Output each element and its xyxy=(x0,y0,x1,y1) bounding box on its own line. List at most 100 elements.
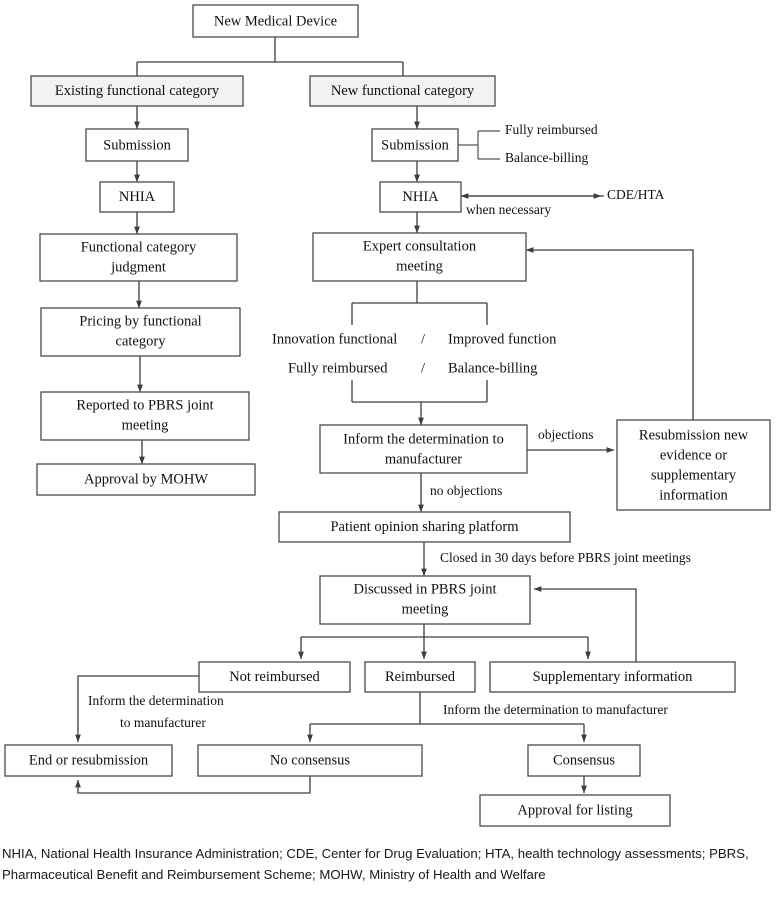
node-functional-category-judgment[interactable]: Functional category judgment xyxy=(39,233,238,282)
node-rect xyxy=(489,661,736,693)
node-reported-to-pbrs[interactable]: Reported to PBRS joint meeting xyxy=(40,391,250,441)
node-label: Existing functional category xyxy=(55,83,220,99)
node-rect xyxy=(278,511,571,543)
node-rect xyxy=(85,128,189,162)
node-rect xyxy=(616,419,771,511)
node-pricing-by-functional-category[interactable]: Pricing by functional category xyxy=(40,307,241,357)
figure-caption-abbreviations: NHIA, National Health Insurance Administ… xyxy=(2,846,749,882)
edge-noconsensus-to-end xyxy=(75,776,311,794)
node-supplementary-information[interactable]: Supplementary information xyxy=(489,661,736,693)
node-no-consensus[interactable]: No consensus xyxy=(197,744,423,777)
node-resubmission-new-evidence[interactable]: Resubmission new evidence or supplementa… xyxy=(616,419,771,511)
label-fully-reimbursed: Fully reimbursed xyxy=(505,122,598,137)
node-rect xyxy=(479,794,671,827)
node-label-line1: Resubmission new xyxy=(639,427,749,443)
node-nhia-left[interactable]: NHIA xyxy=(99,181,175,213)
node-label-line1: Inform the determination to xyxy=(343,431,504,447)
label-improved-function: Improved function xyxy=(448,331,557,347)
node-rect xyxy=(319,575,531,625)
node-label-line2: category xyxy=(116,333,167,349)
node-label: Not reimbursed xyxy=(229,669,320,685)
node-discussed-in-pbrs-joint-meeting[interactable]: Discussed in PBRS joint meeting xyxy=(319,575,531,625)
node-nhia-right[interactable]: NHIA xyxy=(379,181,462,213)
node-consensus[interactable]: Consensus xyxy=(527,744,641,777)
label-cde-hta: CDE/HTA xyxy=(607,187,665,202)
node-label-line1: Discussed in PBRS joint xyxy=(353,581,496,597)
node-label-line2: manufacturer xyxy=(385,451,462,467)
node-patient-opinion-sharing-platform[interactable]: Patient opinion sharing platform xyxy=(278,511,571,543)
node-end-or-resubmission[interactable]: End or resubmission xyxy=(4,744,173,777)
edge-supplementary-to-discussed xyxy=(533,586,637,662)
node-rect xyxy=(192,4,359,38)
node-label: NHIA xyxy=(119,189,156,205)
node-submission-left[interactable]: Submission xyxy=(85,128,189,162)
node-rect xyxy=(371,128,459,162)
node-label-line2: meeting xyxy=(402,601,449,617)
node-new-medical-device[interactable]: New Medical Device xyxy=(192,4,359,38)
label-inform-left-line2: to manufacturer xyxy=(120,715,206,730)
node-approval-by-mohw[interactable]: Approval by MOHW xyxy=(36,463,256,496)
node-label: Reimbursed xyxy=(385,669,456,685)
node-label: Approval by MOHW xyxy=(84,471,208,487)
node-label: No consensus xyxy=(270,752,351,768)
node-expert-consultation-meeting[interactable]: Expert consultation meeting xyxy=(312,232,527,282)
label-branch-fully-reimbursed: Fully reimbursed xyxy=(288,360,388,376)
node-label-line1: Functional category xyxy=(81,239,197,255)
node-label-line2: evidence or xyxy=(660,447,727,463)
node-approval-for-listing[interactable]: Approval for listing xyxy=(479,794,671,827)
node-label: NHIA xyxy=(402,189,439,205)
label-branch-slash-1: / xyxy=(421,331,426,347)
node-rect xyxy=(198,661,351,693)
node-rect xyxy=(379,181,462,213)
node-rect xyxy=(36,463,256,496)
label-branch-balance-billing: Balance-billing xyxy=(448,360,537,376)
node-label: End or resubmission xyxy=(29,752,149,768)
label-inform-right: Inform the determination to manufacturer xyxy=(443,702,668,717)
node-label-line4: information xyxy=(659,487,728,503)
edge-resubmission-to-expert xyxy=(525,247,694,420)
label-objections: objections xyxy=(538,427,594,442)
node-label-line2: meeting xyxy=(396,258,443,274)
node-rect xyxy=(364,661,476,693)
node-rect xyxy=(40,307,241,357)
node-label: Submission xyxy=(381,137,449,153)
node-label-line2: judgment xyxy=(110,259,166,275)
label-inform-left-line1: Inform the determination xyxy=(88,693,224,708)
node-rect xyxy=(319,424,528,474)
label-branch-slash-2: / xyxy=(421,360,426,376)
node-rect xyxy=(40,391,250,441)
node-rect xyxy=(39,233,238,282)
edge-notreimbursed-to-end xyxy=(75,675,199,743)
node-inform-determination-manufacturer[interactable]: Inform the determination to manufacturer xyxy=(319,424,528,474)
node-label-line2: meeting xyxy=(122,417,169,433)
node-existing-functional-category[interactable]: Existing functional category xyxy=(30,75,244,107)
label-when-necessary: when necessary xyxy=(466,202,551,217)
node-rect xyxy=(197,744,423,777)
node-rect xyxy=(99,181,175,213)
node-label: Approval for listing xyxy=(517,802,632,818)
node-label-line3: supplementary xyxy=(651,467,737,483)
connector-layer xyxy=(75,37,694,794)
node-reimbursed[interactable]: Reimbursed xyxy=(364,661,476,693)
node-label: New functional category xyxy=(331,83,475,99)
node-label: Submission xyxy=(103,137,171,153)
node-rect xyxy=(4,744,173,777)
node-label: New Medical Device xyxy=(214,13,337,29)
node-rect xyxy=(30,75,244,107)
node-label-line1: Reported to PBRS joint xyxy=(76,397,213,413)
node-not-reimbursed[interactable]: Not reimbursed xyxy=(198,661,351,693)
label-balance-billing: Balance-billing xyxy=(505,150,588,165)
node-submission-right[interactable]: Submission xyxy=(371,128,459,162)
node-label: Consensus xyxy=(553,752,615,768)
node-label-line1: Pricing by functional xyxy=(79,313,201,329)
node-new-functional-category[interactable]: New functional category xyxy=(309,75,496,107)
node-label: Supplementary information xyxy=(533,669,694,685)
node-rect xyxy=(527,744,641,777)
node-rect xyxy=(312,232,527,282)
label-no-objections: no objections xyxy=(430,483,502,498)
node-label-line1: Expert consultation xyxy=(363,238,477,254)
node-rect xyxy=(309,75,496,107)
node-label: Patient opinion sharing platform xyxy=(330,519,519,535)
